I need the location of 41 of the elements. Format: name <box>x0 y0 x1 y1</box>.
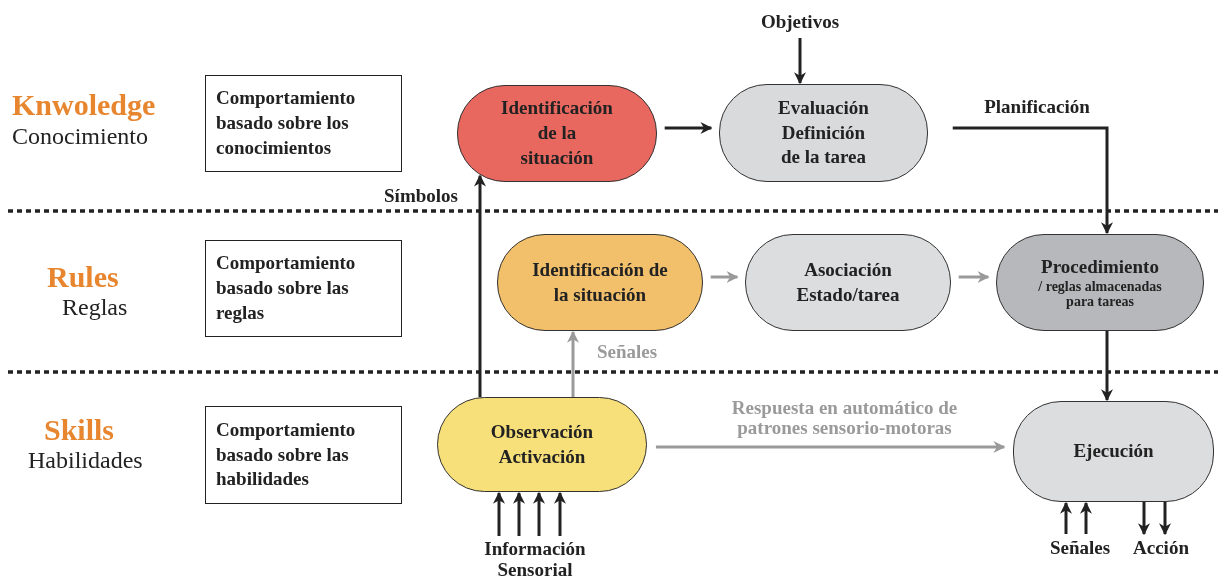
arrow <box>1060 501 1072 534</box>
level-description-box <box>205 240 402 337</box>
node-text: Identificación de la situación <box>531 257 669 307</box>
level-title: Rules <box>47 262 119 292</box>
arrow <box>513 491 525 536</box>
level-subtitle: Habilidades <box>28 448 143 472</box>
text-label: Señales <box>1049 537 1111 559</box>
node-text: Asociación Estado/tarea <box>795 257 901 307</box>
text-label: Objetivos <box>760 11 840 33</box>
level-subtitle: Conocimiento <box>12 124 148 148</box>
level-title: Skills <box>44 415 115 445</box>
level-title: Knwoledge <box>12 90 156 120</box>
level-description-box <box>205 406 402 504</box>
arrow <box>710 271 739 283</box>
level-description-box <box>205 75 402 172</box>
level-subtitle: Reglas <box>62 295 128 319</box>
arrow <box>1101 331 1113 402</box>
arrow <box>533 491 545 536</box>
node-text: Comportamiento basado sobre las habilidades <box>216 417 357 492</box>
arrow <box>952 126 1113 235</box>
arrow <box>1080 501 1092 534</box>
arrow <box>1159 502 1171 536</box>
node-text: Procedimiento <box>1041 255 1159 280</box>
node-text: Comportamiento basado sobre los conocimientos <box>216 86 357 160</box>
arrow <box>655 441 1006 453</box>
arrow <box>567 330 579 397</box>
node-text: Ejecución <box>1073 439 1154 464</box>
arrow <box>958 271 990 283</box>
arrow <box>474 174 486 398</box>
node-subtext: / reglas almacenadas para tareas <box>1037 280 1163 310</box>
arrow <box>1138 502 1150 536</box>
node-text: Evaluación Definición de la tarea <box>777 95 870 170</box>
arrow <box>554 491 566 536</box>
node-text: Observación Activación <box>489 419 595 469</box>
arrow <box>493 491 505 536</box>
text-label: Información Sensorial <box>483 539 587 581</box>
text-label: Acción <box>1133 537 1189 559</box>
arrow <box>794 38 806 85</box>
arrow <box>664 122 713 134</box>
node-text: Identificación de la situación <box>500 96 614 170</box>
node-text: Comportamiento basado sobre las reglas <box>216 251 357 325</box>
